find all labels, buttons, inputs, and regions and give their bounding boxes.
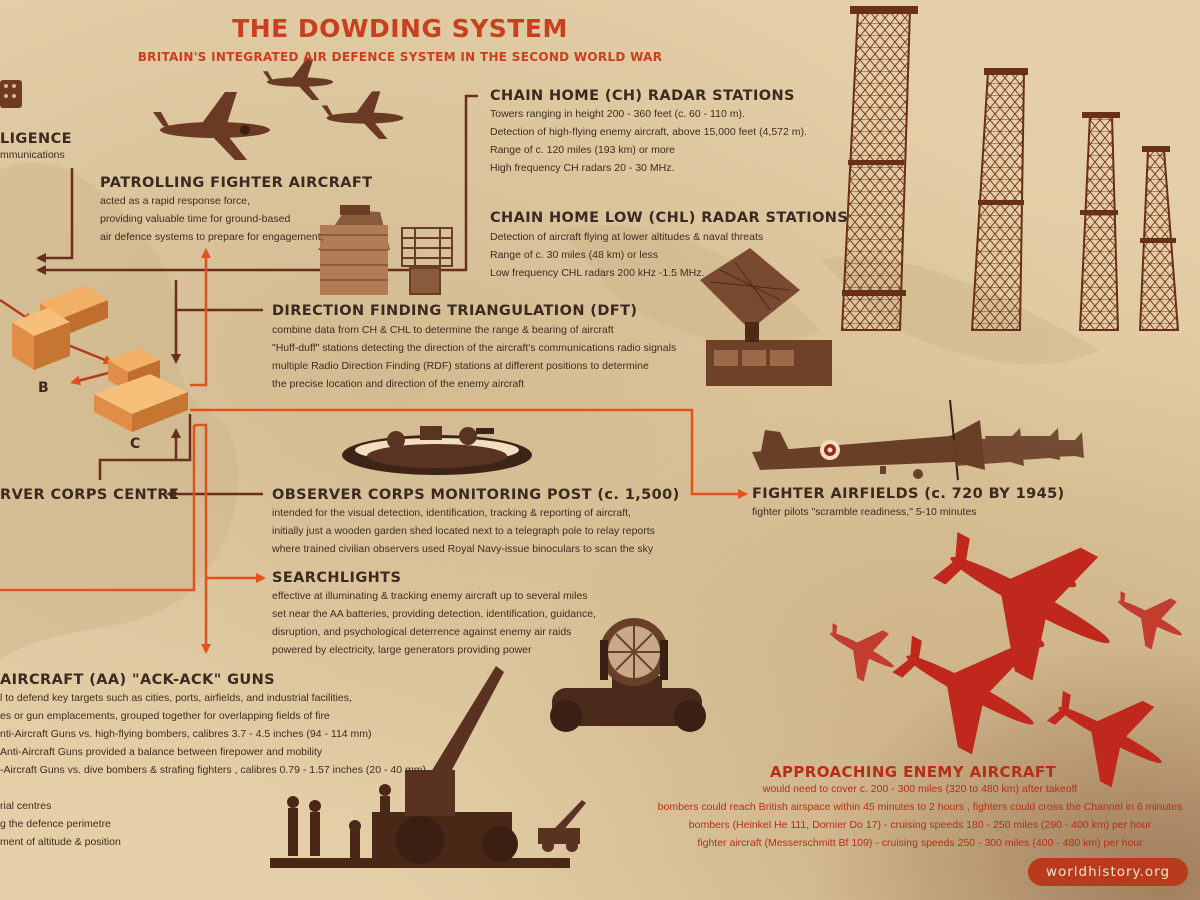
observer-post-heading: OBSERVER CORPS MONITORING POST (c. 1,500… — [272, 487, 680, 503]
searchlights-line: disruption, and psychological deterrence… — [272, 626, 572, 638]
filter-room-block-b — [12, 285, 108, 370]
aa-line: Anti-Aircraft Guns provided a balance be… — [0, 746, 323, 758]
ch-line: High frequency CH radars 20 - 30 MHz. — [490, 162, 675, 174]
aa-extra-line: ment of altitude & position — [0, 836, 121, 848]
patrolling-line: air defence systems to prepare for engag… — [100, 231, 324, 243]
observer-post-line: intended for the visual detection, ident… — [272, 507, 631, 519]
aa-extra-line: g the defence perimetre — [0, 818, 111, 830]
aa-line: l to defend key targets such as cities, … — [0, 692, 352, 704]
dft-text: combine data from CH & CHL to determine … — [272, 321, 676, 393]
dft-line: "Huff-duff" stations detecting the direc… — [272, 342, 677, 354]
patrolling-heading: PATROLLING FIGHTER AIRCRAFT — [100, 175, 373, 191]
chl-radar-antenna — [700, 248, 832, 386]
chl-heading: CHAIN HOME LOW (CHL) RADAR STATIONS — [490, 210, 849, 226]
chl-text: Detection of aircraft flying at lower al… — [490, 228, 763, 282]
enemy-line: bombers (Heinkel He 111, Dornier Do 17) … — [688, 819, 1152, 831]
dft-line: the precise location and direction of th… — [272, 378, 525, 390]
searchlight-illustration — [550, 618, 706, 732]
page-title: THE DOWDING SYSTEM — [232, 14, 568, 43]
chl-line: Detection of aircraft flying at lower al… — [490, 231, 764, 243]
ch-receiver-hut — [318, 205, 390, 295]
page-subtitle: BRITAIN'S INTEGRATED AIR DEFENCE SYSTEM … — [137, 50, 663, 64]
connector-lines — [0, 94, 748, 654]
searchlights-heading: SEARCHLIGHTS — [272, 570, 402, 586]
chl-line: Range of c. 30 miles (48 km) or less — [490, 249, 659, 261]
intelligence-text: mmunications — [0, 146, 65, 164]
aa-extra-line: rial centres — [0, 800, 52, 812]
patrolling-line: acted as a rapid response force, — [100, 195, 251, 207]
enemy-heading: APPROACHING ENEMY AIRCRAFT — [770, 763, 1057, 781]
intelligence-heading: LIGENCE — [0, 131, 72, 147]
aa-line: nti-Aircraft Guns vs. high-flying bomber… — [0, 728, 372, 740]
ch-radar-towers — [840, 6, 1180, 331]
ch-heading: CHAIN HOME (CH) RADAR STATIONS — [490, 88, 795, 104]
ch-line: Detection of high-flying enemy aircraft,… — [490, 126, 807, 138]
searchlights-line: effective at illuminating & tracking ene… — [272, 590, 588, 602]
ch-line: Range of c. 120 miles (193 km) or more — [490, 144, 675, 156]
searchlights-text: effective at illuminating & tracking ene… — [272, 587, 596, 659]
patrolling-text: acted as a rapid response force, providi… — [100, 192, 324, 246]
enemy-line: would need to cover c. 200 - 300 miles (… — [762, 783, 1078, 795]
intelligence-line: mmunications — [0, 149, 65, 161]
observer-centre-heading: RVER CORPS CENTRE — [0, 487, 180, 503]
searchlights-line: powered by electricity, large generators… — [272, 644, 532, 656]
observer-post-pit — [342, 426, 532, 475]
observer-post-text: intended for the visual detection, ident… — [272, 504, 655, 558]
ch-text: Towers ranging in height 200 - 360 feet … — [490, 105, 807, 177]
small-aa-gun — [538, 800, 586, 852]
chl-aerial-small — [401, 227, 453, 295]
airfields-line: fighter pilots "scramble readiness," 5-1… — [752, 506, 977, 518]
enemy-line: fighter aircraft (Messerschmitt Bf 109) … — [697, 837, 1143, 849]
sector-block-c — [94, 348, 188, 432]
aa-gun-illustration — [270, 666, 570, 868]
radio-set-icon — [0, 80, 22, 108]
worldhistory-logo[interactable]: worldhistory.org — [1028, 858, 1188, 886]
aa-heading: AIRCRAFT (AA) "ACK-ACK" GUNS — [0, 672, 275, 688]
aa-line: es or gun emplacements, grouped together… — [0, 710, 330, 722]
block-label-c: C — [130, 436, 141, 452]
aa-extra-text: rial centres g the defence perimetre men… — [0, 797, 121, 851]
aa-line: -Aircraft Guns vs. dive bombers & strafi… — [0, 764, 426, 776]
block-label-b: B — [38, 380, 49, 396]
patrolling-line: providing valuable time for ground-based — [100, 213, 291, 225]
dft-heading: DIRECTION FINDING TRIANGULATION (DFT) — [272, 303, 638, 319]
searchlights-line: set near the AA batteries, providing det… — [272, 608, 596, 620]
enemy-bomber-formation — [830, 531, 1182, 788]
hurricane-fighters — [752, 399, 1084, 481]
enemy-text: would need to cover c. 200 - 300 miles (… — [640, 780, 1200, 852]
airfields-heading: FIGHTER AIRFIELDS (c. 720 BY 1945) — [752, 486, 1065, 502]
enemy-line: bombers could reach British airspace wit… — [657, 801, 1183, 813]
aa-text: l to defend key targets such as cities, … — [0, 689, 426, 779]
observer-post-line: where trained civilian observers used Ro… — [272, 543, 654, 555]
spitfire-formation — [153, 59, 404, 160]
dft-line: multiple Radio Direction Finding (RDF) s… — [272, 360, 649, 372]
chl-line: Low frequency CHL radars 200 kHz -1.5 MH… — [490, 267, 705, 279]
ch-line: Towers ranging in height 200 - 360 feet … — [490, 108, 745, 120]
observer-post-line: initially just a wooden garden shed loca… — [272, 525, 655, 537]
airfields-text: fighter pilots "scramble readiness," 5-1… — [752, 503, 977, 521]
dft-line: combine data from CH & CHL to determine … — [272, 324, 614, 336]
